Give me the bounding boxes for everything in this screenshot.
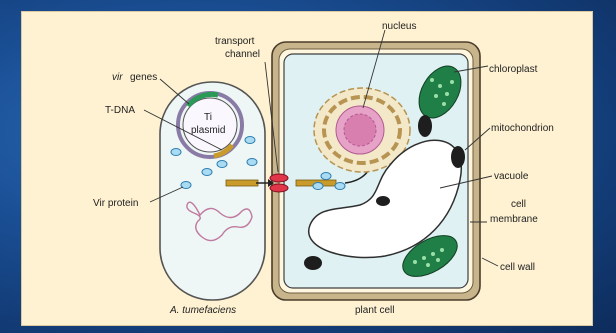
label-plasmid: plasmid — [191, 125, 225, 136]
label-channel: channel — [225, 49, 260, 60]
label-mitochondrion: mitochondrion — [491, 123, 554, 134]
label-vir-italic: vir — [112, 72, 123, 83]
label-bacterium: A. tumefaciens — [169, 305, 236, 316]
label-plant-cell: plant cell — [355, 305, 394, 316]
label-tdna: T-DNA — [105, 105, 135, 116]
label-ti: Ti — [204, 112, 212, 123]
tdna-strand — [226, 180, 258, 186]
label-nucleus: nucleus — [382, 21, 416, 32]
label-cell-wall: cell wall — [500, 262, 535, 273]
label-transport: transport — [215, 36, 255, 47]
label-chloroplast: chloroplast — [489, 64, 538, 75]
label-vir-genes: genes — [130, 72, 157, 83]
label-membrane: membrane — [490, 214, 538, 225]
label-cell: cell — [511, 199, 526, 210]
label-vir-protein: Vir protein — [93, 198, 138, 209]
label-vacuole: vacuole — [494, 171, 529, 182]
